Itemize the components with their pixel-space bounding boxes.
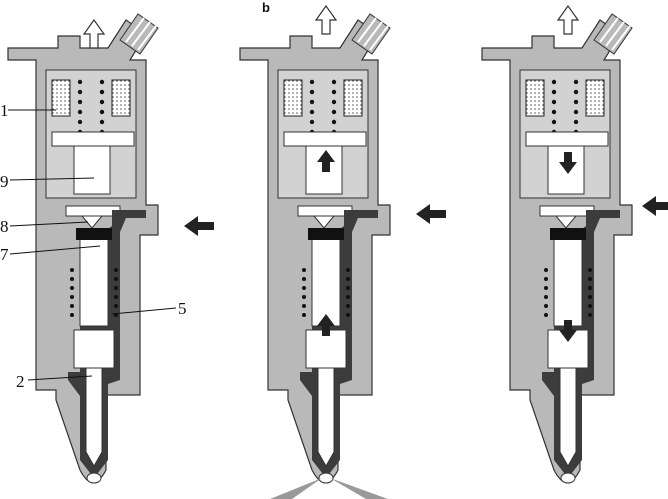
outlet-arrow-icon <box>557 5 579 35</box>
spray-plume <box>270 478 388 499</box>
part-label-7: 7 <box>0 245 9 264</box>
panel-label-b: b <box>262 0 270 15</box>
inlet-arrow-icon <box>642 196 668 216</box>
inlet-arrow-icon <box>416 204 446 224</box>
part-label-9: 9 <box>0 172 9 191</box>
part-label-1: 1 <box>0 101 9 120</box>
injector-panel-c <box>482 5 668 483</box>
outlet-arrow-icon <box>83 19 105 49</box>
leader-lines <box>8 109 177 381</box>
injector-panel-a <box>8 14 214 483</box>
part-label-2: 2 <box>16 372 25 391</box>
outlet-arrow-icon <box>315 5 337 35</box>
inlet-arrow-icon <box>184 216 214 236</box>
part-label-5: 5 <box>178 299 187 318</box>
injector-panel-b <box>240 5 446 483</box>
part-label-8: 8 <box>0 217 9 236</box>
